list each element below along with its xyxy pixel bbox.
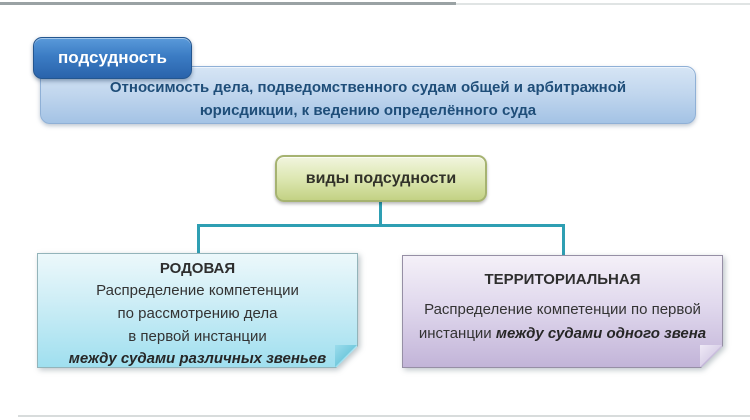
folded-corner-icon [335,345,357,367]
definition-line-2: юрисдикции, к ведению определённого суда [199,102,537,119]
jurisdiction-tab-label: подсудность [58,48,167,67]
branch-generic-line: Распределение компетенции [96,282,299,299]
connector-stub [379,202,382,227]
definition-line-1: Относимость дела, подведомственного суда… [109,79,627,96]
top-rule-line [0,2,456,5]
branch-generic-line: по рассмотрению дела [117,305,278,322]
bottom-rule-line [18,415,750,417]
branch-generic-wrap: РОДОВАЯ Распределение компетенции по рас… [37,253,358,368]
branch-territorial-emphasis: между судами одного звена [495,325,707,342]
jurisdiction-tab: подсудность [33,37,192,79]
branch-territorial-wrap: ТЕРРИТОРИАЛЬНАЯ Распределение компетенци… [402,255,723,368]
branch-territorial-body-text: Распределение компетенции по первой инст… [418,301,701,342]
types-of-jurisdiction-node: виды подсудности [275,155,487,202]
branch-generic-emphasis: между судами различных звеньев [68,350,327,367]
connector-drop-right [562,224,565,257]
branch-territorial-box: ТЕРРИТОРИАЛЬНАЯ Распределение компетенци… [402,255,723,368]
folded-corner-icon [700,345,722,367]
branch-generic-title: РОДОВАЯ [159,260,236,277]
connector-drop-left [197,224,200,255]
branch-territorial-body: Распределение компетенции по первой инст… [403,298,722,346]
branch-generic-line: в первой инстанции [128,328,267,345]
types-node-label: виды подсудности [305,169,457,187]
branch-territorial-title: ТЕРРИТОРИАЛЬНАЯ [484,271,641,288]
branch-generic-box: РОДОВАЯ Распределение компетенции по рас… [37,253,358,368]
definition-box: Относимость дела, подведомственного суда… [40,66,696,124]
top-rule-line-light [456,3,750,5]
connector-horizontal [197,224,565,227]
